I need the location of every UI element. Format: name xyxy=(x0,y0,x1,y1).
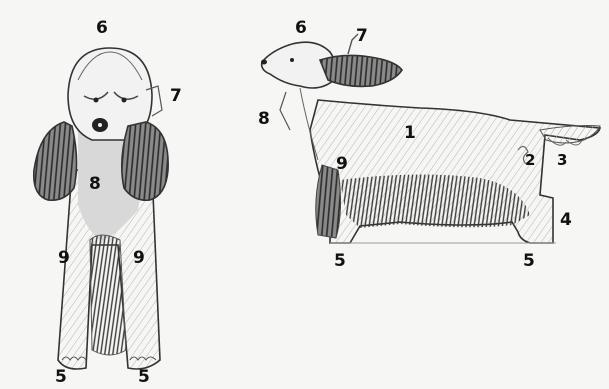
label-side-front-leg: 9 xyxy=(336,156,348,173)
front-ear-right xyxy=(122,122,168,200)
label-front-foot-left: 5 xyxy=(55,369,67,386)
label-front-foot-right: 5 xyxy=(138,369,150,386)
label-front-leg-right: 9 xyxy=(133,250,145,267)
side-front-leg-fur xyxy=(316,165,341,238)
label-side-body: 1 xyxy=(404,125,416,142)
front-chest-fur xyxy=(90,235,126,355)
side-view-dog xyxy=(261,34,600,243)
label-side-tail: 3 xyxy=(557,153,567,168)
label-side-ear: 7 xyxy=(356,28,368,45)
front-ear-left xyxy=(34,122,77,200)
label-side-hock: 4 xyxy=(560,212,572,229)
label-front-chest: 8 xyxy=(89,176,101,193)
side-tail xyxy=(540,126,600,144)
label-front-leg-left: 9 xyxy=(58,250,70,267)
label-side-head: 6 xyxy=(295,20,307,37)
label-front-head: 6 xyxy=(96,20,108,37)
front-view-dog xyxy=(34,48,168,369)
side-ear xyxy=(320,55,402,86)
label-side-hindquarter: 2 xyxy=(525,153,535,168)
label-side-front-foot: 5 xyxy=(334,253,346,270)
label-side-throat: 8 xyxy=(258,111,270,128)
label-front-ear: 7 xyxy=(170,88,182,105)
label-side-rear-foot: 5 xyxy=(523,253,535,270)
